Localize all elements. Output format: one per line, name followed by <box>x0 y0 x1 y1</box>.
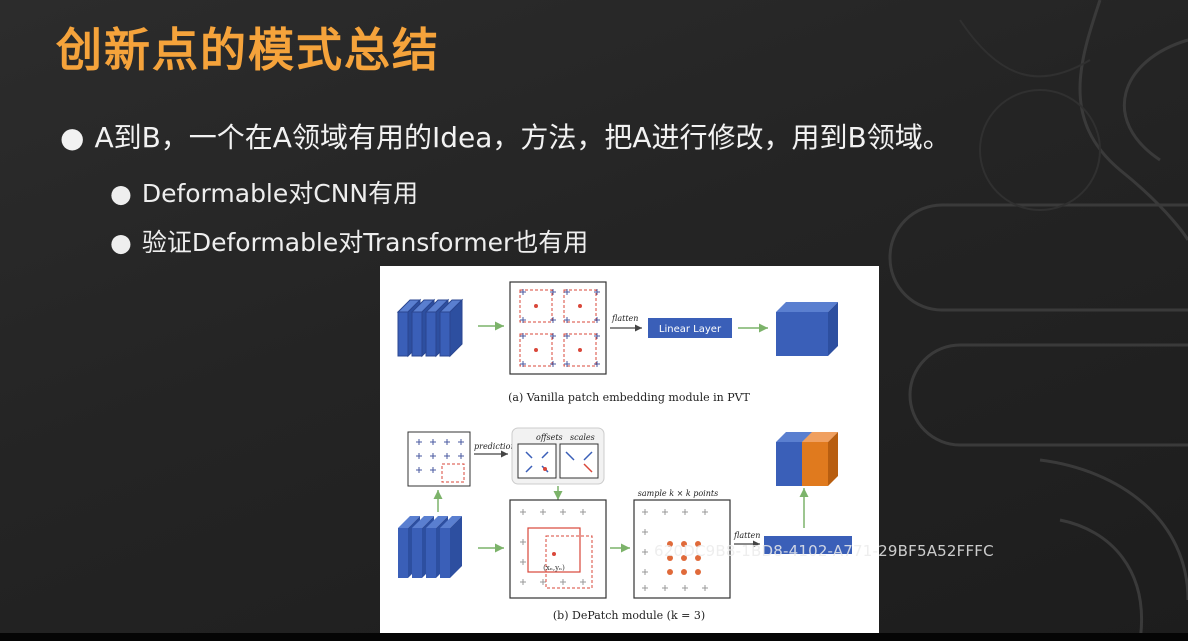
slide-title: 创新点的模式总结 <box>56 23 440 77</box>
prediction-grid-b <box>407 431 471 487</box>
prediction-label: prediction <box>474 442 516 451</box>
sub-bullet-2: ● 验证Deformable对Transformer也有用 <box>110 223 588 259</box>
watermark-id: 620DC9B8-1BD8-4102-A771-29BF5A52FFFC <box>654 542 994 560</box>
sub-bullet-1: ● Deformable对CNN有用 <box>110 174 418 210</box>
flatten-label-a: flatten <box>611 314 638 323</box>
bullet-dot: ● <box>110 228 132 257</box>
main-bullet-text: A到B，一个在A领域有用的Idea，方法，把A进行修改，用到B领域。 <box>94 121 951 154</box>
linear-layer-label: Linear Layer <box>659 324 722 335</box>
bottom-bar <box>0 633 1188 641</box>
patch-grid-a <box>509 281 607 375</box>
sub-bullet-2-text: 验证Deformable对Transformer也有用 <box>141 228 589 257</box>
input-feature-cubes-a <box>396 298 464 358</box>
offsets-label: offsets <box>536 433 563 442</box>
deformable-grid-b: (xₙ,yₙ) <box>509 499 607 599</box>
output-cubes-a <box>776 302 838 356</box>
xy-label: (xₙ,yₙ) <box>543 564 565 572</box>
main-bullet: ● A到B，一个在A领域有用的Idea，方法，把A进行修改，用到B领域。 <box>60 116 951 156</box>
linear-layer-a: Linear Layer <box>648 318 732 338</box>
figure-diagram: flatten Linear Layer (a) Vanilla patch e… <box>396 281 852 622</box>
caption-a: (a) Vanilla patch embedding module in PV… <box>508 391 750 404</box>
bullet-dot: ● <box>110 179 132 208</box>
caption-b: (b) DePatch module (k = 3) <box>553 609 705 622</box>
sample-label: sample k × k points <box>638 489 718 498</box>
paper-figure: flatten Linear Layer (a) Vanilla patch e… <box>380 266 879 634</box>
flatten-label-b: flatten <box>733 531 760 540</box>
bullet-dot: ● <box>60 121 85 154</box>
sampled-grid-b <box>633 499 731 599</box>
linear-layer-b <box>764 536 852 554</box>
offsets-scales-panel: offsets scales <box>511 427 605 485</box>
sub-bullet-1-text: Deformable对CNN有用 <box>141 179 419 208</box>
input-feature-cubes-b <box>398 516 462 578</box>
output-cubes-b <box>776 432 838 486</box>
scales-label: scales <box>570 433 595 442</box>
